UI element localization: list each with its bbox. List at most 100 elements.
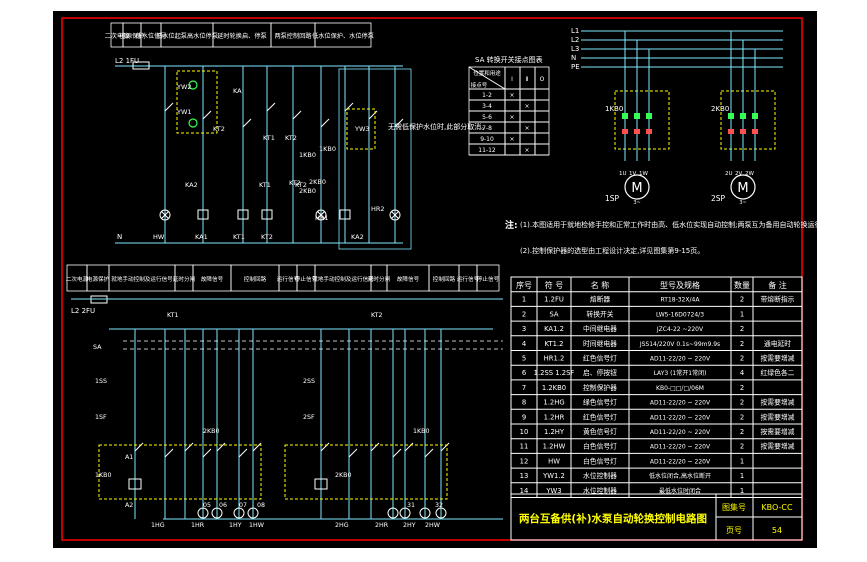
components-cell: 2: [740, 340, 744, 348]
components-cell: YW3: [545, 487, 561, 495]
lamp-symbol: [315, 209, 327, 221]
breaker-trip: [728, 129, 734, 134]
lower-header-cell-text: 运行信号: [457, 275, 480, 283]
kbo-coil: [314, 478, 328, 490]
note-1: (1).本图适用于就地检修手控和正常工作时由高、低水位实现自动控制;两泵互为备用…: [520, 220, 817, 229]
breaker-label: 2KB0: [711, 105, 729, 113]
lower-component-label: 1HG: [151, 522, 165, 529]
motor-symbol: [730, 174, 756, 200]
lower-control-circuit: 二次电源电源保护就地手动控制及运行信号延时分闸故障信号控制回路运行信号停止信号就…: [66, 264, 503, 529]
lower-header-cell-text: 二次电源: [66, 275, 89, 283]
lower-component-label: 1SS: [95, 378, 107, 385]
components-cell: 4: [522, 340, 526, 348]
atlas-value: KBO-CC: [761, 503, 793, 512]
components-cell: AD11-22/20 ~ 220V: [650, 429, 711, 436]
component-label: HW: [153, 233, 165, 241]
header-cell-text: 两泵控制回路: [274, 32, 312, 40]
lower-component-label: 2HY: [403, 522, 416, 529]
components-cell: 1: [522, 296, 526, 304]
components-cell: 1: [740, 487, 744, 495]
breaker-pole: [634, 113, 640, 119]
lower-header-cell-text: 控制回路: [433, 275, 456, 283]
sa-row-label: 9-10: [480, 136, 494, 143]
components-cell: 最低水位时闭合: [659, 487, 701, 495]
lower-contact: [424, 448, 434, 458]
components-cell: KA1.2: [544, 325, 564, 333]
component-label: YW3: [354, 125, 370, 133]
component-label: KT2: [289, 179, 301, 187]
lower-header-cell-text: 控制回路: [244, 275, 267, 283]
breaker-pole: [752, 113, 758, 119]
component-label: KA1: [195, 233, 208, 241]
components-cell: 9: [522, 413, 526, 421]
contact-symbol: [266, 102, 276, 112]
component-label: KT1: [233, 233, 245, 241]
note-2: (2).控制保护器的选型由工程设计决定,详见图集第9-15页。: [520, 246, 704, 255]
components-cell: AD11-22/20 ~ 220V: [650, 400, 711, 407]
bus-label: L1: [571, 27, 579, 35]
sa-mark: ×: [509, 114, 514, 121]
components-cell: 2: [740, 443, 744, 451]
components-cell: AD11-22/20 ~ 220V: [650, 458, 711, 465]
bus-label: N: [571, 54, 576, 62]
note-2-text: (2).控制保护器的选型由工程设计决定,详见图集第9-15页。: [520, 246, 704, 255]
component-label: YW2: [176, 83, 192, 91]
components-cell: 2: [740, 413, 744, 421]
sa-mark: ×: [524, 125, 529, 132]
lower-component-label: 08: [257, 502, 265, 509]
header-cell-text: 低水位保护、水位停泵: [312, 32, 374, 40]
components-cell: 中间继电器: [583, 324, 617, 333]
lower-component-label: KT2: [371, 312, 383, 319]
float-switch-symbol: [188, 118, 198, 128]
breaker-trip: [622, 129, 628, 134]
component-label: KT2: [285, 134, 297, 142]
components-cell: 带熔断指示: [761, 295, 795, 304]
breaker-pole: [740, 113, 746, 119]
components-header: 符 号: [545, 280, 564, 290]
lower-component-label: 2HG: [335, 522, 349, 529]
bus-label: L3: [571, 45, 579, 53]
components-cell: 1.2SS 1.2SF: [534, 369, 575, 377]
protection-section-box: [338, 68, 412, 250]
lower-contact: [202, 448, 212, 458]
lower-header-cell-text: 运行信号: [277, 275, 300, 283]
components-header: 数量: [734, 280, 750, 290]
lower-contact: [348, 448, 358, 458]
components-cell: 2: [740, 355, 744, 363]
lamp-symbol: [159, 209, 171, 221]
header-cell-text: 二次电源: [105, 32, 130, 40]
components-cell: 2: [740, 384, 744, 392]
component-label: HR1: [315, 214, 329, 222]
lower-component-label: 1SF: [95, 414, 107, 421]
contact-symbol: [368, 110, 378, 120]
components-cell: JZC4-22 ~220V: [656, 326, 704, 333]
lower-header-cell: [476, 264, 500, 292]
page-label: 页号: [726, 526, 742, 535]
lower-contact: [370, 442, 380, 452]
components-header: 序号: [516, 280, 532, 290]
lower-header-row: 二次电源电源保护就地手动控制及运行信号延时分闸故障信号控制回路运行信号停止信号就…: [66, 264, 500, 292]
components-cell: 1.2KB0: [542, 384, 566, 392]
components-header: 备 注: [768, 280, 787, 290]
sa-mark: ×: [524, 147, 529, 154]
lower-component-label: 1KB0: [95, 472, 111, 479]
indicator-lamp: [197, 507, 209, 519]
components-cell: HW: [548, 457, 560, 465]
sa-header-contacts: 接点号: [471, 81, 488, 89]
indicator-lamp: [435, 507, 447, 519]
lower-contact: [238, 448, 248, 458]
components-cell: 8: [522, 399, 526, 407]
indicator-lamp: [233, 507, 245, 519]
sa-col-mark: Ⅰ: [511, 76, 513, 83]
lower-component-label: 1HR: [191, 522, 205, 529]
components-cell: RT18-32X/4A: [661, 297, 701, 304]
lower-component-label: 1HW: [249, 522, 265, 529]
kbo-controller-box: [284, 444, 448, 500]
title-block: 两台互备供(补)水泵自动轮换控制电路图 图集号 KBO-CC 页号 54: [510, 493, 803, 541]
components-cell: 按需要增减: [761, 412, 795, 421]
components-cell: 白色信号灯: [583, 442, 617, 451]
components-cell: 熔断器: [590, 295, 611, 304]
